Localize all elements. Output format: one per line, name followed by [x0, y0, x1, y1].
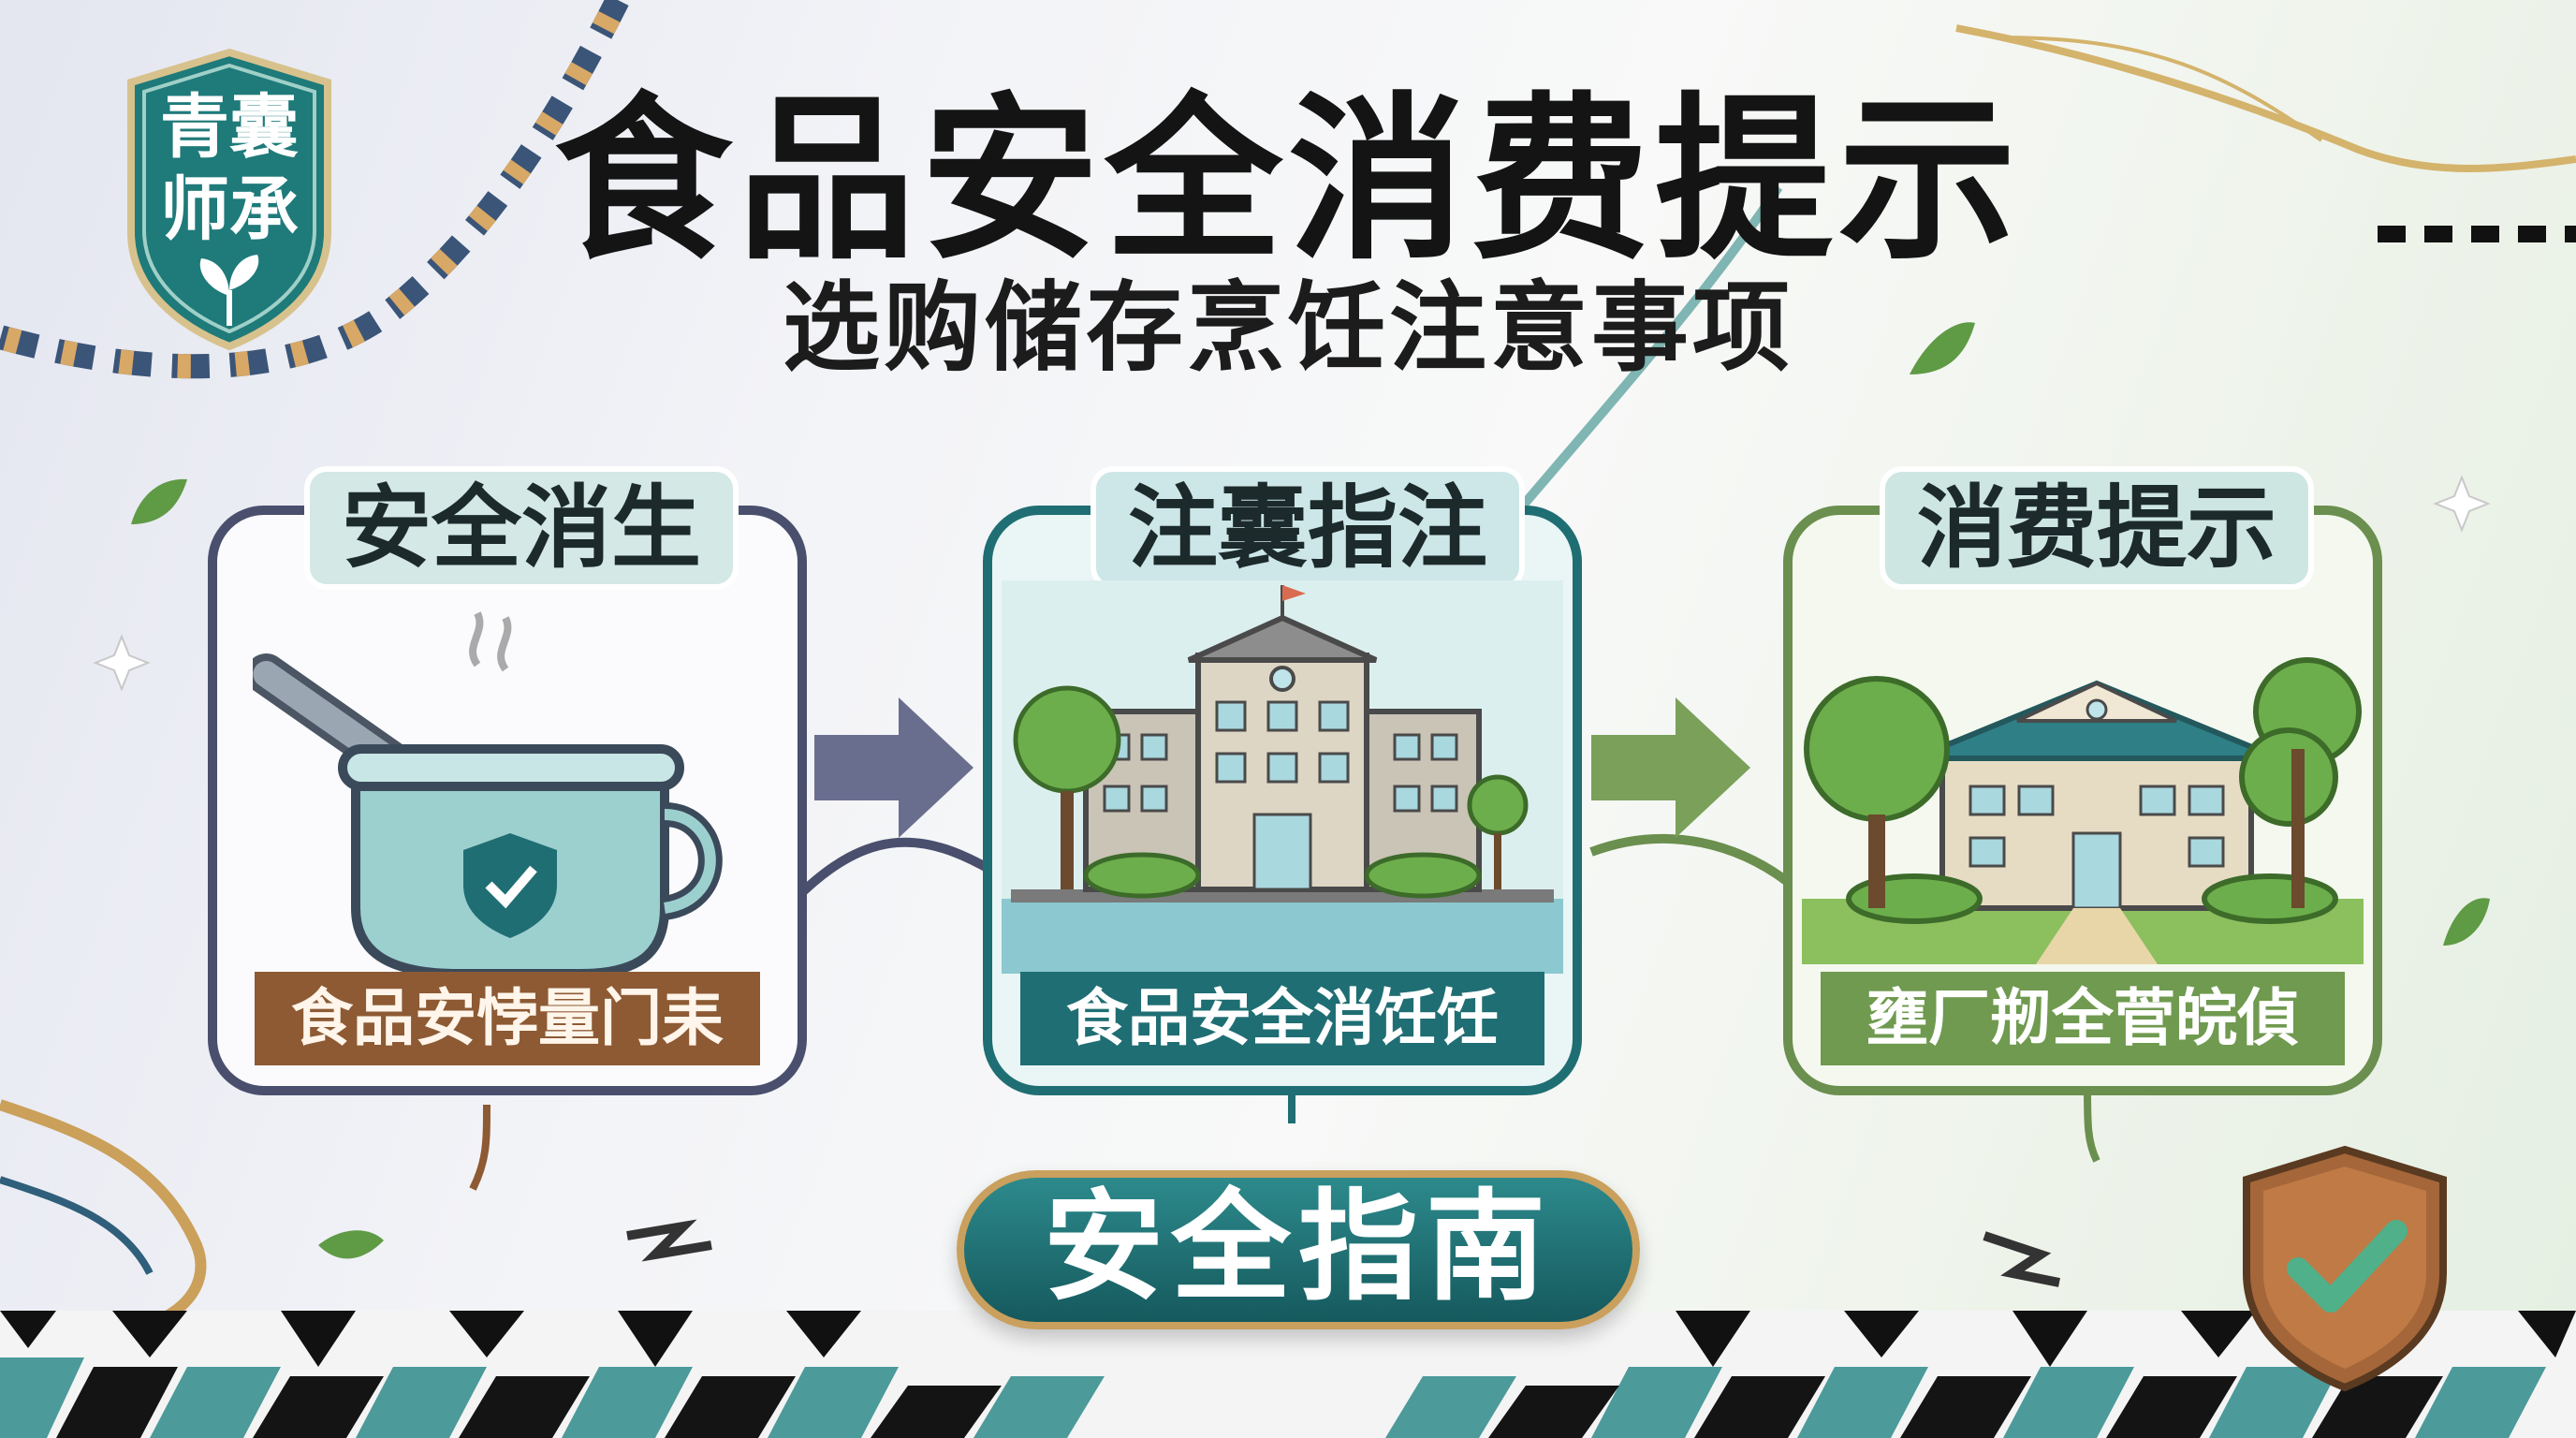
logo-line-2: 师承: [160, 169, 299, 250]
school-building-icon: [1002, 580, 1563, 974]
panel-2-title: 注囊指注: [1090, 466, 1525, 590]
page-subtitle: 选购储存烹饪注意事项: [782, 271, 1793, 385]
logo-line-1: 青囊: [160, 87, 299, 168]
panel-3-caption: 壅厂剏全菅皖偵: [1821, 972, 2345, 1065]
logo-shield-icon: [127, 48, 331, 351]
panel-1-title: 安全消生: [304, 466, 739, 590]
page-title: 食品安全消费提示: [553, 77, 2022, 284]
safety-guide-button[interactable]: 安全指南: [957, 1170, 1640, 1329]
panel-2-caption: 食品安全消饪饪: [1020, 972, 1544, 1065]
house-trees-icon: [1802, 657, 2364, 964]
leaf-sprout-icon: [199, 255, 259, 326]
pot-shield-icon: [253, 611, 723, 978]
shield-check-icon: [2243, 1145, 2447, 1392]
logo-text: 青囊 师承: [133, 86, 326, 251]
panel-1-caption: 食品安悖量门耒: [255, 972, 760, 1065]
panel-3-title: 消费提示: [1880, 466, 2314, 590]
